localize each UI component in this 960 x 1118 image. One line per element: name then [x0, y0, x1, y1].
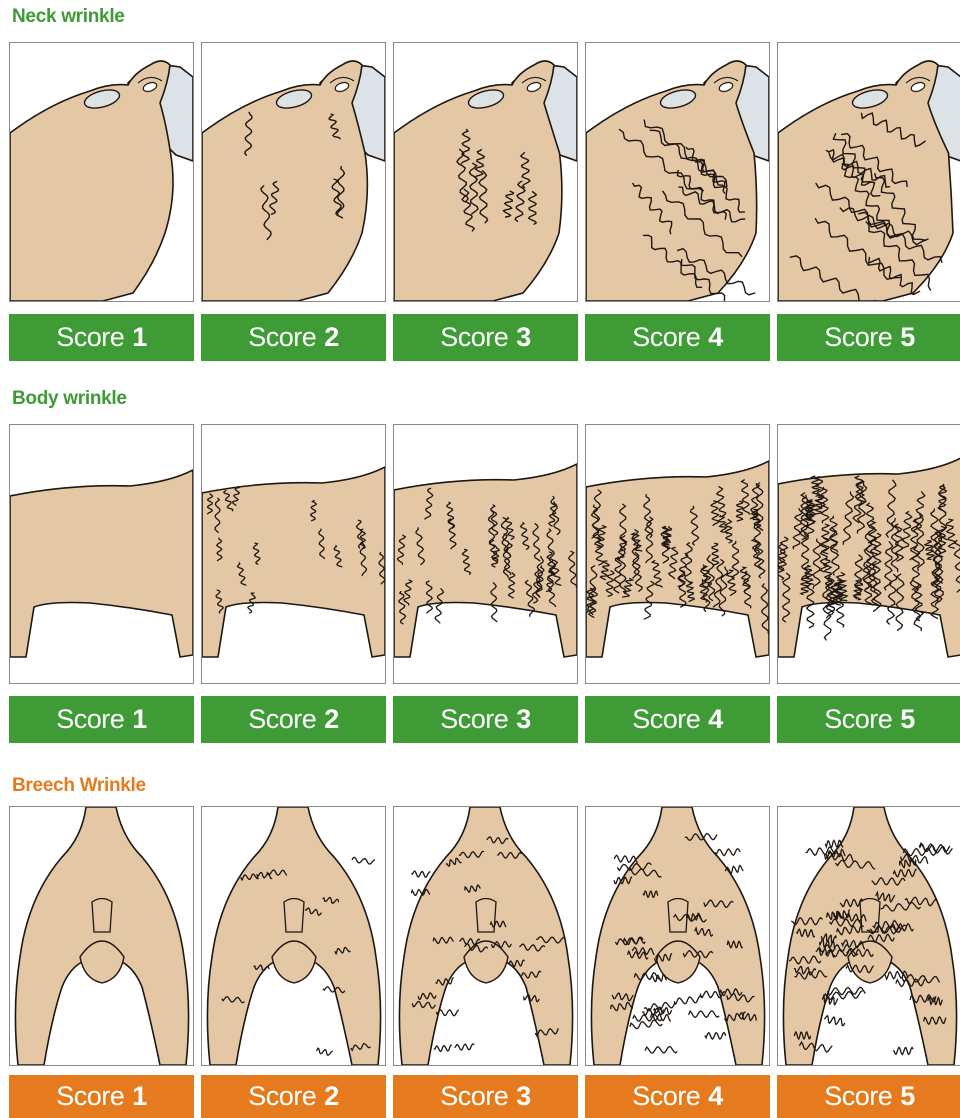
body-score-5-illustration	[777, 424, 960, 684]
score-text: Score	[440, 1081, 508, 1112]
neck-score-4-illustration	[585, 42, 770, 302]
body-score-4-illustration	[585, 424, 770, 684]
sheep-neck-drawing	[202, 43, 385, 301]
score-text: Score	[632, 1081, 700, 1112]
neck-score-2-illustration	[201, 42, 386, 302]
breech-score-2-label: Score 2	[201, 1075, 386, 1118]
score-number: 4	[708, 322, 723, 353]
neck-score-5-label: Score 5	[777, 314, 960, 361]
score-text: Score	[248, 1081, 316, 1112]
sheep-neck-drawing	[394, 43, 577, 301]
score-text: Score	[248, 704, 316, 735]
neck-wrinkle-title: Neck wrinkle	[12, 6, 125, 28]
neck-score-4-label: Score 4	[585, 314, 770, 361]
body-score-3-illustration	[393, 424, 578, 684]
sheep-neck-drawing	[10, 43, 193, 301]
score-text: Score	[632, 322, 700, 353]
score-text: Score	[56, 1081, 124, 1112]
score-text: Score	[824, 704, 892, 735]
score-number: 1	[132, 1081, 147, 1112]
neck-score-1-illustration	[9, 42, 194, 302]
neck-score-3-label: Score 3	[393, 314, 578, 361]
score-number: 2	[324, 1081, 339, 1112]
sheep-breech-drawing	[394, 807, 577, 1065]
breech-score-4-illustration	[585, 806, 770, 1066]
breech-score-3-illustration	[393, 806, 578, 1066]
score-number: 1	[132, 704, 147, 735]
score-number: 4	[708, 704, 723, 735]
score-number: 5	[900, 704, 915, 735]
breech-score-1-label: Score 1	[9, 1075, 194, 1118]
sheep-body-drawing	[202, 425, 385, 683]
neck-score-2-label: Score 2	[201, 314, 386, 361]
score-text: Score	[56, 322, 124, 353]
body-wrinkle-title: Body wrinkle	[12, 388, 127, 410]
breech-score-4-label: Score 4	[585, 1075, 770, 1118]
body-score-1-illustration	[9, 424, 194, 684]
neck-score-5-illustration	[777, 42, 960, 302]
sheep-body-drawing	[778, 425, 960, 683]
sheep-breech-drawing	[586, 807, 769, 1065]
score-number: 3	[516, 322, 531, 353]
score-number: 3	[516, 704, 531, 735]
score-text: Score	[56, 704, 124, 735]
breech-wrinkle-title: Breech Wrinkle	[12, 775, 146, 797]
body-score-2-label: Score 2	[201, 696, 386, 743]
breech-score-2-illustration	[201, 806, 386, 1066]
breech-score-5-label: Score 5	[777, 1075, 960, 1118]
sheep-neck-drawing	[586, 43, 769, 301]
body-score-5-label: Score 5	[777, 696, 960, 743]
score-number: 2	[324, 322, 339, 353]
sheep-body-drawing	[10, 425, 193, 683]
score-text: Score	[440, 322, 508, 353]
sheep-neck-drawing	[778, 43, 960, 301]
body-score-3-label: Score 3	[393, 696, 578, 743]
breech-score-3-label: Score 3	[393, 1075, 578, 1118]
score-text: Score	[824, 322, 892, 353]
sheep-body-drawing	[394, 425, 577, 683]
neck-score-3-illustration	[393, 42, 578, 302]
score-text: Score	[632, 704, 700, 735]
body-score-4-label: Score 4	[585, 696, 770, 743]
breech-score-1-illustration	[9, 806, 194, 1066]
sheep-breech-drawing	[10, 807, 193, 1065]
sheep-breech-drawing	[778, 807, 960, 1065]
neck-score-1-label: Score 1	[9, 314, 194, 361]
score-number: 5	[900, 322, 915, 353]
score-number: 4	[708, 1081, 723, 1112]
sheep-body-drawing	[586, 425, 769, 683]
score-number: 5	[900, 1081, 915, 1112]
score-number: 2	[324, 704, 339, 735]
score-text: Score	[248, 322, 316, 353]
score-text: Score	[440, 704, 508, 735]
body-score-1-label: Score 1	[9, 696, 194, 743]
breech-score-5-illustration	[777, 806, 960, 1066]
score-number: 3	[516, 1081, 531, 1112]
body-score-2-illustration	[201, 424, 386, 684]
score-number: 1	[132, 322, 147, 353]
score-text: Score	[824, 1081, 892, 1112]
sheep-breech-drawing	[202, 807, 385, 1065]
